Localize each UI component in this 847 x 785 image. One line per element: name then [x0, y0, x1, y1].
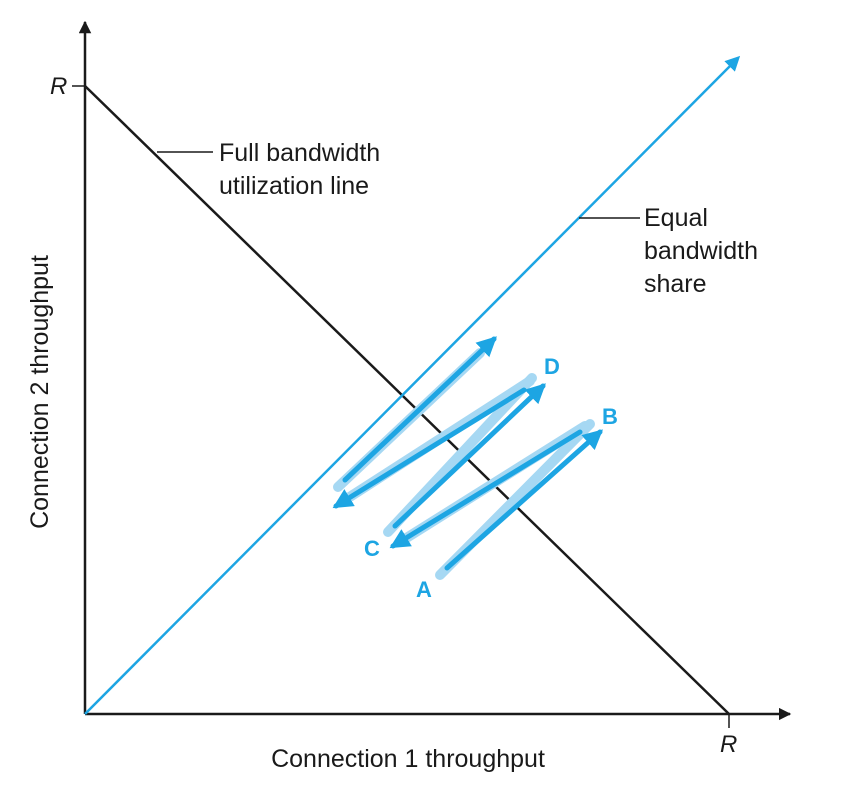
full-bandwidth-label-line1: Full bandwidth — [219, 139, 380, 167]
equal-share-label-line3: share — [644, 270, 707, 298]
x-max-label: R — [720, 731, 737, 758]
arrow-e-up — [342, 336, 497, 483]
point-d-label: D — [544, 354, 560, 379]
point-c-label: C — [364, 536, 380, 561]
arrow-a-to-b — [444, 429, 603, 571]
equal-share-line — [84, 55, 741, 715]
arrow-b-to-c — [389, 429, 583, 549]
point-a-label: A — [416, 577, 432, 602]
full-bandwidth-label-line2: utilization line — [219, 172, 369, 200]
arrow-d-to-e — [332, 387, 527, 509]
x-axis-label: Connection 1 throughput — [271, 745, 545, 773]
trajectory-c-d-faded — [383, 373, 537, 537]
y-max-label: R — [50, 73, 67, 100]
arrow-c-to-d — [392, 383, 546, 529]
equal-share-label-line2: bandwidth — [644, 237, 758, 265]
equal-share-label-line1: Equal — [644, 204, 708, 232]
full-bandwidth-line — [84, 85, 730, 715]
y-axis-label: Connection 2 throughput — [26, 255, 54, 529]
point-b-label: B — [602, 404, 618, 429]
